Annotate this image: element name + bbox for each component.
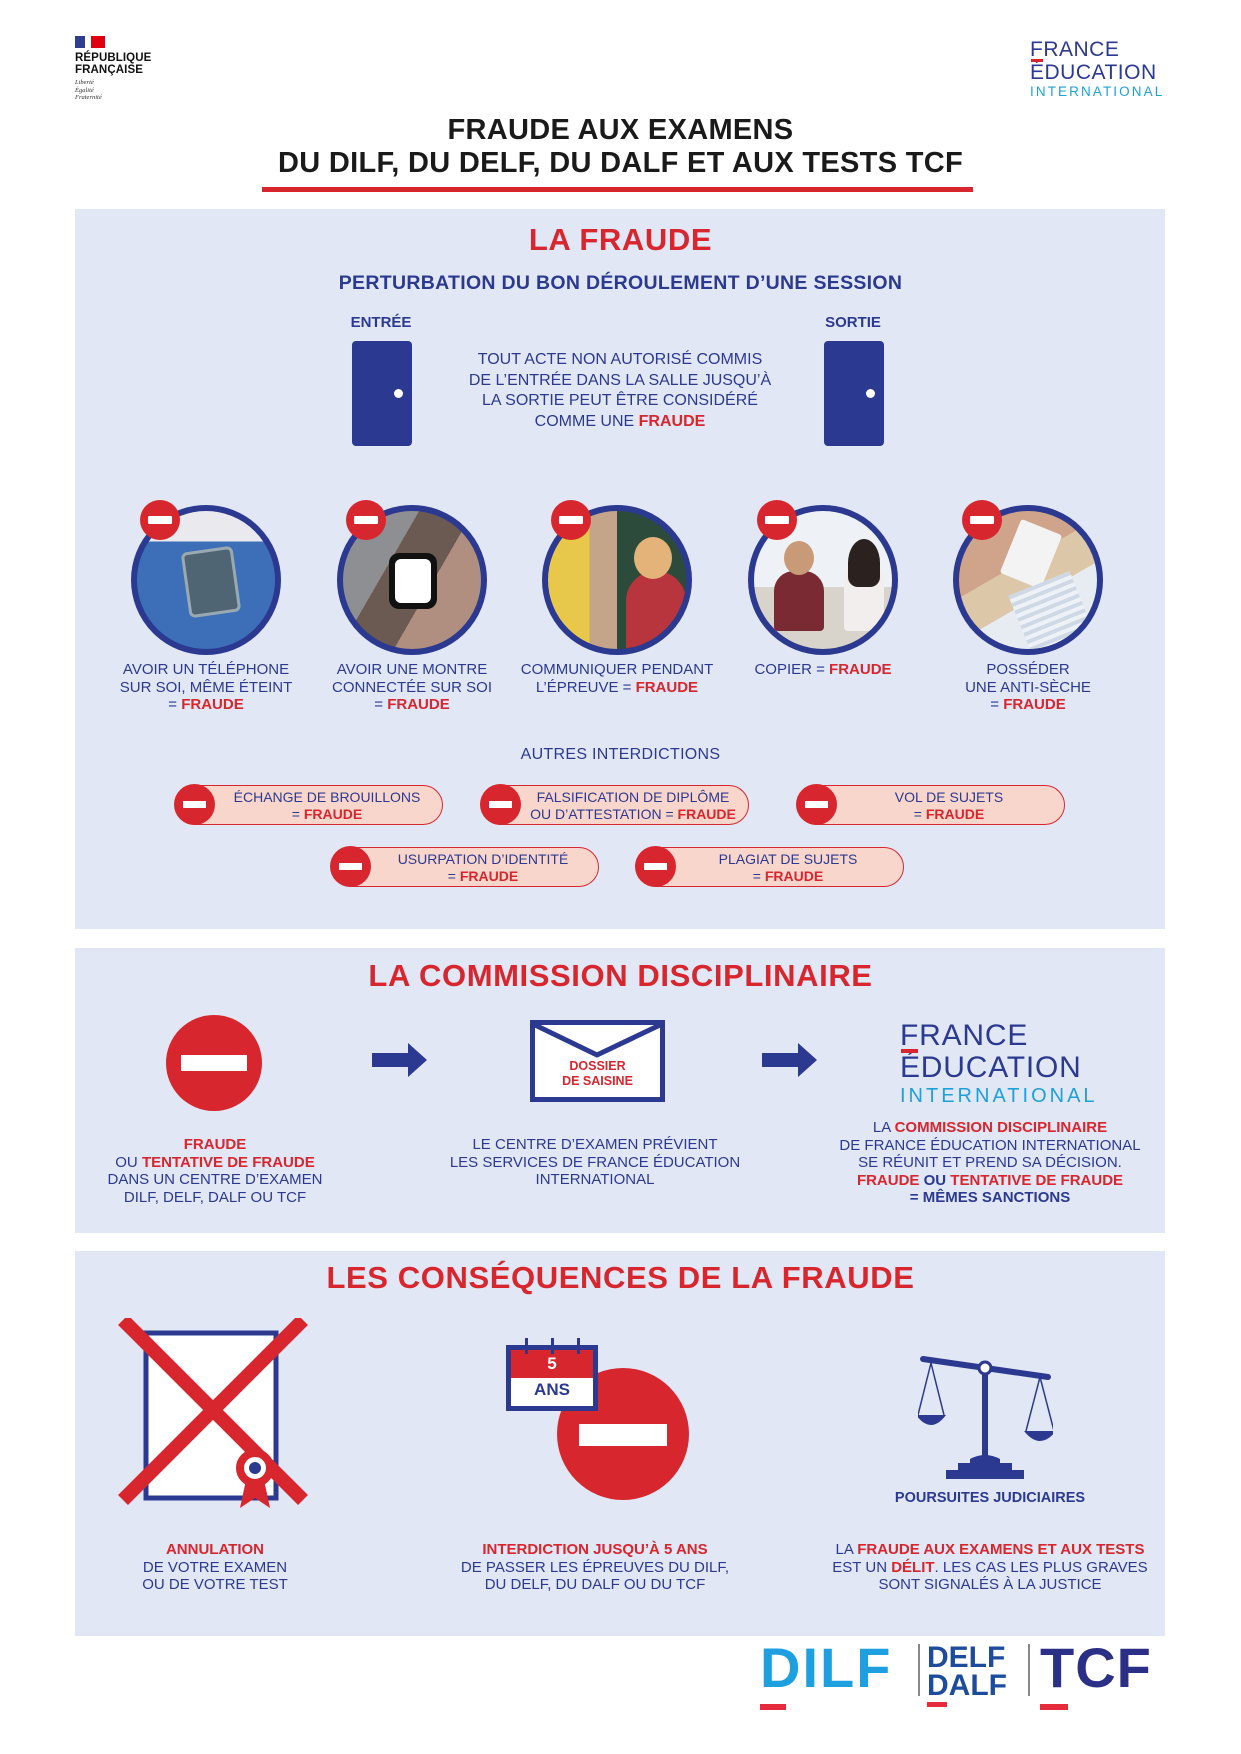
commission-step-decision: LA COMMISSION DISCIPLINAIRE DE FRANCE ÉD… <box>839 1119 1141 1206</box>
french-flag-icon <box>75 36 105 48</box>
fraude-subtitle: PERTURBATION DU BON DÉROULEMENT D’UNE SE… <box>338 272 903 294</box>
interdiction-pill: ÉCHANGE DE BROUILLONS = FRAUDE <box>174 784 443 825</box>
scales-of-justice-icon <box>918 1356 1053 1479</box>
interdiction-pill: FALSIFICATION DE DIPLÔME OU D’ATTESTATIO… <box>480 784 749 825</box>
example-caption-copy: COPIER = FRAUDE <box>754 661 892 678</box>
no-entry-icon <box>480 784 521 825</box>
interdiction-pill: PLAGIAT DE SUJETS = FRAUDE <box>635 846 904 887</box>
students-talking-photo <box>542 505 692 655</box>
example-caption-cheat-sheet: POSSÉDER UNE ANTI-SÈCHE = FRAUDE <box>965 661 1091 713</box>
republique-francaise-logo: RÉPUBLIQUE FRANÇAISE Liberté Égalité Fra… <box>75 36 185 102</box>
france-education-international-logo: FRANCE ÉDUCATION INTERNATIONAL <box>900 1019 1098 1108</box>
fraude-section-title: LA FRAUDE <box>528 222 713 257</box>
title-underline <box>262 187 973 192</box>
no-entry-icon <box>346 500 386 540</box>
commission-step-dossier: LE CENTRE D’EXAMEN PRÉVIENT LES SERVICES… <box>449 1136 741 1188</box>
republique-motto: Liberté Égalité Fraternité <box>75 79 102 101</box>
no-entry-icon <box>551 500 591 540</box>
page-title: FRAUDE AUX EXAMENS DU DILF, DU DELF, DU … <box>278 114 963 179</box>
no-entry-icon <box>796 784 837 825</box>
sortie-door-icon <box>824 341 884 446</box>
france-education-international-logo: FRANCE ÉDUCATION INTERNATIONAL <box>1030 38 1165 99</box>
commission-section-title: LA COMMISSION DISCIPLINAIRE <box>368 958 873 993</box>
example-caption-phone: AVOIR UN TÉLÉPHONE SUR SOI, MÊME ÉTEINT … <box>119 661 293 713</box>
no-entry-icon <box>174 784 215 825</box>
logo-divider <box>1028 1644 1030 1696</box>
no-entry-icon <box>635 846 676 887</box>
example-caption-communicate: COMMUNIQUER PENDANT L’ÉPREUVE = FRAUDE <box>520 661 714 696</box>
republique-name: RÉPUBLIQUE FRANÇAISE <box>75 52 152 76</box>
students-copying-photo <box>748 505 898 655</box>
dilf-logo: DILF <box>760 1638 900 1718</box>
interdiction-pill: VOL DE SUJETS = FRAUDE <box>796 784 1065 825</box>
no-entry-icon <box>166 1015 262 1111</box>
consequence-interdiction: INTERDICTION JUSQU’À 5 ANS DE PASSER LES… <box>460 1541 730 1593</box>
poursuites-label: POURSUITES JUDICIAIRES <box>894 1490 1086 1506</box>
envelope-label: DOSSIER DE SAISINE <box>562 1059 633 1088</box>
fraude-definition: TOUT ACTE NON AUTORISÉ COMMIS DE L’ENTRÉ… <box>468 351 772 430</box>
example-caption-watch: AVOIR UNE MONTRE CONNECTÉE SUR SOI = FRA… <box>331 661 493 713</box>
autres-interdictions-heading: AUTRES INTERDICTIONS <box>520 746 721 763</box>
consequence-poursuites: LA FRAUDE AUX EXAMENS ET AUX TESTS EST U… <box>832 1541 1148 1593</box>
commission-step-fraude: FRAUDE OU TENTATIVE DE FRAUDE DANS UN CE… <box>107 1136 323 1206</box>
consequence-annulation: ANNULATION DE VOTRE EXAMEN OU DE VOTRE T… <box>142 1541 288 1593</box>
no-entry-icon <box>962 500 1002 540</box>
no-entry-icon <box>757 500 797 540</box>
interdiction-pill: USURPATION D’IDENTITÉ = FRAUDE <box>330 846 599 887</box>
sortie-label: SORTIE <box>825 314 881 331</box>
smartwatch-photo <box>337 505 487 655</box>
ban-icon <box>557 1368 689 1500</box>
no-entry-icon <box>330 846 371 887</box>
arrow-right-icon <box>762 1043 817 1077</box>
logo-divider <box>918 1644 920 1696</box>
entree-label: ENTRÉE <box>350 314 412 331</box>
phone-icon <box>180 545 242 619</box>
crossed-diploma-icon <box>118 1318 308 1508</box>
arrow-right-icon <box>372 1043 427 1077</box>
no-entry-icon <box>140 500 180 540</box>
envelope-icon: DOSSIER DE SAISINE <box>530 1020 665 1102</box>
watch-screen <box>395 559 431 603</box>
delf-dalf-logo: DELF DALF <box>927 1638 1017 1718</box>
entree-door-icon <box>352 341 412 446</box>
calendar-icon: 5 ANS <box>506 1338 598 1411</box>
tcf-logo: TCF <box>1040 1638 1170 1718</box>
consequences-section-title: LES CONSÉQUENCES DE LA FRAUDE <box>326 1260 915 1295</box>
